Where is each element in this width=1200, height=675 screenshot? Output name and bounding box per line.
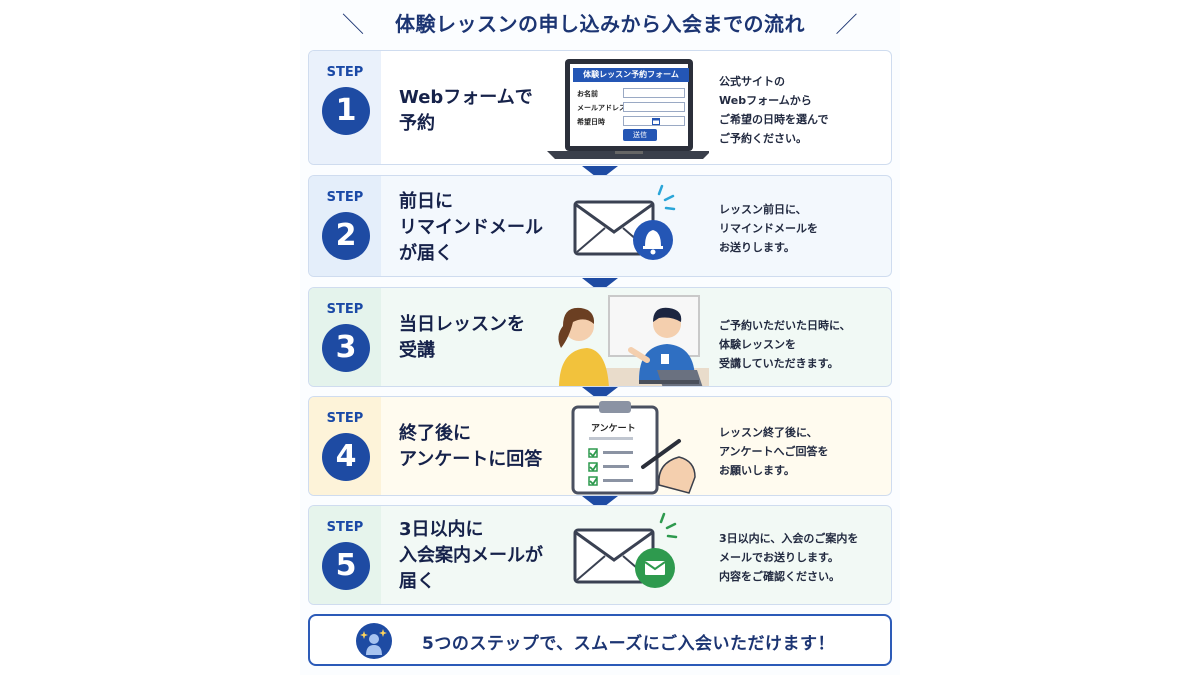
step-heading-line: アンケートに回答 (399, 449, 543, 470)
form-field-email (623, 102, 685, 112)
step-column: STEP 4 (309, 397, 381, 495)
step-number: 2 (322, 212, 370, 260)
step-description-line: ご予約いただいた日時に、 (719, 319, 851, 332)
survey-title: アンケート (591, 424, 636, 434)
diagram-title: 体験レッスンの申し込みから入会までの流れ (395, 12, 805, 36)
form-field-date (623, 116, 685, 126)
clipboard-survey-icon: アンケート (539, 397, 709, 495)
step-label: STEP (326, 65, 364, 80)
step-heading-line: 3日以内に (399, 519, 484, 540)
form-field-name (623, 88, 685, 98)
title-slash-right: ／ (835, 13, 858, 38)
form-label-date: 希望日時 (577, 118, 605, 126)
step-label: STEP (326, 190, 364, 205)
step-heading-line: 前日に (399, 191, 453, 212)
lesson-people-icon (539, 288, 709, 386)
step-heading-line: 届く (399, 571, 435, 592)
step-description-line: お願いします。 (719, 464, 795, 477)
step-heading-line: 入会案内メールが (399, 545, 543, 566)
step-heading: 当日レッスンを 受講 (399, 312, 525, 364)
step-description-line: 3日以内に、入会のご案内を (719, 532, 859, 545)
step-description-line: お送りします。 (719, 241, 795, 254)
title-slash-left: ＼ (342, 13, 365, 38)
step-column: STEP 2 (309, 176, 381, 276)
diagram-title-wrap: ＼ 体験レッスンの申し込みから入会までの流れ ／ (300, 8, 900, 40)
step-description-line: リマインドメールを (719, 222, 818, 235)
step-description: レッスン前日に、 リマインドメールを お送りします。 (719, 200, 818, 257)
step-heading: 前日に リマインドメール が届く (399, 189, 543, 267)
step-column: STEP 5 (309, 506, 381, 604)
summary-text: 5つのステップで、スムーズにご入会いただけます！ (422, 634, 835, 654)
step-label: STEP (326, 302, 364, 317)
step-heading-line: 終了後に (399, 423, 471, 444)
step-heading-line: 予約 (399, 113, 435, 134)
step-column: STEP 1 (309, 51, 381, 164)
step-heading: Webフォームで 予約 (399, 85, 533, 137)
step-description-line: 受講していただきます。 (719, 357, 839, 370)
step-number: 1 (322, 87, 370, 135)
step-heading: 3日以内に 入会案内メールが 届く (399, 517, 543, 595)
step-number: 4 (322, 433, 370, 481)
step-heading-line: が届く (399, 243, 453, 264)
step-card-4: STEP 4 終了後に アンケートに回答 (308, 396, 892, 496)
envelope-bell-icon (539, 176, 709, 276)
step-description-line: メールでお送りします。 (719, 551, 839, 564)
step-description-line: ご予約ください。 (719, 132, 807, 145)
step-description-line: Webフォームから (719, 94, 812, 107)
form-submit-button: 送信 (623, 129, 657, 141)
step-description-line: ご希望の日時を選んで (719, 113, 829, 126)
step-heading-line: 受講 (399, 340, 435, 361)
step-heading-line: 当日レッスンを (399, 314, 525, 335)
person-sparkle-icon (356, 623, 392, 659)
step-description: 3日以内に、入会のご案内を メールでお送りします。 内容をご確認ください。 (719, 529, 858, 586)
step-description-line: レッスン前日に、 (719, 203, 807, 216)
step-column: STEP 3 (309, 288, 381, 386)
step-description-line: レッスン終了後に、 (719, 426, 818, 439)
form-label-name: お名前 (577, 90, 598, 98)
laptop-form-icon: 体験レッスン予約フォーム お名前 メールアドレス 希望日時 送信 (539, 51, 711, 164)
step-heading-line: Webフォームで (399, 87, 533, 108)
form-label-email: メールアドレス (577, 104, 626, 112)
flow-diagram: ＼ 体験レッスンの申し込みから入会までの流れ ／ STEP 1 Webフォームで… (300, 0, 900, 675)
summary-banner: 5つのステップで、スムーズにご入会いただけます！ (308, 614, 892, 666)
step-label: STEP (326, 411, 364, 426)
step-card-5: STEP 5 3日以内に 入会案内メールが 届く 3日以内に、入会のご案内を メ… (308, 505, 892, 605)
step-heading: 終了後に アンケートに回答 (399, 421, 542, 473)
envelope-mail-icon (539, 506, 709, 604)
calendar-icon (652, 118, 660, 125)
step-description: レッスン終了後に、 アンケートへご回答を お願いします。 (719, 423, 829, 480)
step-description: 公式サイトの Webフォームから ご希望の日時を選んで ご予約ください。 (719, 72, 828, 148)
step-card-2: STEP 2 前日に リマインドメール が届く レッスン前日に、 リマインドメー… (308, 175, 892, 277)
step-description: ご予約いただいた日時に、 体験レッスンを 受講していただきます。 (719, 316, 851, 373)
step-card-3: STEP 3 当日レッスンを 受講 (308, 287, 892, 387)
step-number: 3 (322, 324, 370, 372)
step-card-1: STEP 1 Webフォームで 予約 体験レッスン予約フォーム お名前 メールア… (308, 50, 892, 165)
step-description-line: 内容をご確認ください。 (719, 570, 840, 583)
step-number: 5 (322, 542, 370, 590)
step-description-line: 公式サイトの (719, 75, 785, 88)
form-title: 体験レッスン予約フォーム (573, 68, 689, 82)
step-heading-line: リマインドメール (399, 217, 543, 238)
step-description-line: アンケートへご回答を (719, 445, 829, 458)
step-label: STEP (326, 520, 364, 535)
step-description-line: 体験レッスンを (719, 338, 796, 351)
